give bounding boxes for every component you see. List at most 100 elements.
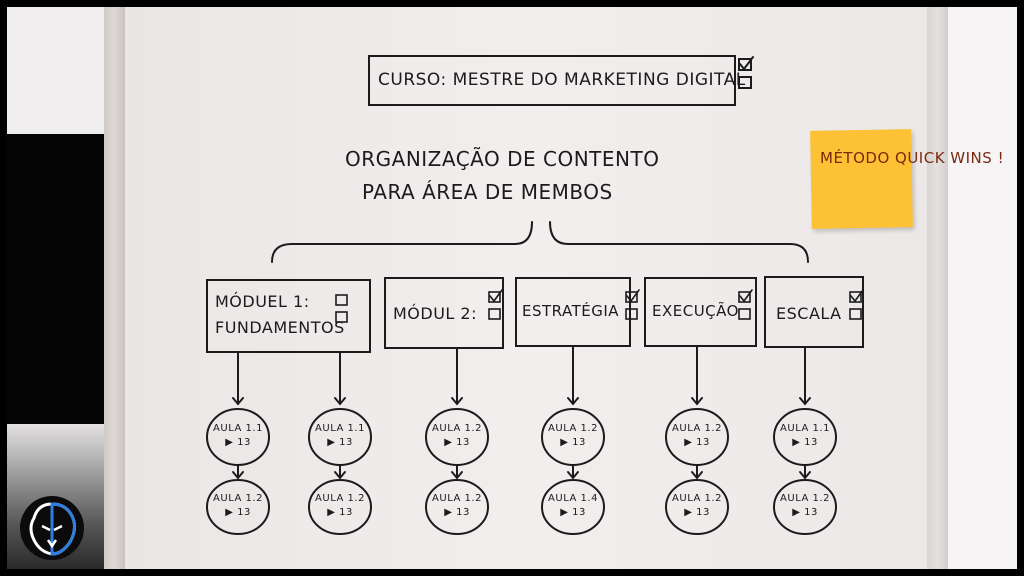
checkbox-checked-icon [738, 289, 753, 303]
arrow-down-icon [232, 464, 244, 480]
lesson-bottom: AULA 1.2▶ 13 [427, 492, 487, 520]
lesson-label: AULA 1.2 [432, 423, 482, 434]
lesson-top: AULA 1.1 ▶ 13 [310, 422, 370, 450]
play-icon: ▶ [225, 507, 234, 518]
module-1-subtitle: FUNDAMENTOS [215, 318, 345, 337]
lesson-count: 13 [339, 507, 353, 518]
lesson-label: AULA 1.2 [315, 493, 365, 504]
arrow-down-icon [334, 351, 346, 406]
module-3-title: ESTRATÉGIA [522, 302, 620, 320]
module-1-title: MÓDUEL 1: [215, 292, 310, 311]
lesson-label: AULA 1.1 [213, 423, 263, 434]
checkbox-icon [849, 308, 862, 320]
play-icon: ▶ [792, 507, 801, 518]
lion-logo-icon [29, 502, 77, 556]
heading-line-2: PARA ÁREA DE MEMBOS [362, 180, 613, 204]
arrow-down-icon [451, 464, 463, 480]
lesson-top: AULA 1.2 ▶ 13 [667, 422, 727, 450]
lesson-count: 13 [237, 507, 251, 518]
play-icon: ▶ [684, 437, 693, 448]
lesson-count: 13 [339, 437, 353, 448]
checkbox-checked-icon [625, 289, 640, 303]
lesson-label: AULA 1.1 [315, 423, 365, 434]
whiteboard-frame-left [104, 7, 125, 569]
module-box-4 [644, 277, 757, 347]
arrow-down-icon [567, 345, 579, 406]
lesson-label: AULA 1.2 [548, 423, 598, 434]
lesson-bottom: AULA 1.4 ▶ 13 [543, 492, 603, 520]
heading-line-1: ORGANIZAÇÃO DE CONTENTO [345, 147, 660, 171]
arrow-down-icon [232, 351, 244, 406]
brace-left [271, 221, 533, 263]
checkbox-icon [488, 308, 501, 320]
lesson-bottom: AULA 1.2 ▶ 13 [667, 492, 727, 520]
lesson-node [425, 479, 489, 535]
play-icon: ▶ [225, 437, 234, 448]
background-wall [7, 7, 104, 134]
lesson-count: 13 [696, 507, 710, 518]
arrow-down-icon [334, 464, 346, 480]
play-icon: ▶ [684, 507, 693, 518]
lesson-node [665, 479, 729, 535]
play-icon: ▶ [327, 437, 336, 448]
play-icon: ▶ [560, 437, 569, 448]
module-box-2 [384, 277, 504, 349]
lesson-label: AULA 1.2 [672, 423, 722, 434]
lesson-count: 13 [572, 507, 586, 518]
lesson-label: AULA 1.2 [672, 493, 722, 504]
sticky-note-text: MÉTODO QUICK WINS ! [820, 149, 1004, 167]
lesson-bottom: AULA 1.2 ▶ 13 [310, 492, 370, 520]
checkbox-icon [738, 308, 751, 320]
lesson-label: AULA 1.2 [780, 493, 830, 504]
course-title-box [368, 55, 736, 106]
lesson-label: AULA 1.4 [548, 493, 598, 504]
checkbox-icon [335, 294, 348, 306]
arrow-down-icon [451, 347, 463, 406]
lion-logo [20, 496, 84, 560]
play-icon: ▶ [792, 437, 801, 448]
play-icon: ▶ [327, 507, 336, 518]
lesson-label: AULA 1.2 [213, 493, 263, 504]
lesson-label: AULA 1.2 [432, 493, 482, 504]
lesson-top: AULA 1.1 ▶ 13 [775, 422, 835, 450]
lesson-count: 13 [237, 437, 251, 448]
lesson-node [206, 479, 270, 535]
lesson-bottom: AULA 1.2 ▶ 13 [775, 492, 835, 520]
lesson-count: 13 [804, 437, 818, 448]
lesson-node [773, 479, 837, 535]
arrow-down-icon [691, 464, 703, 480]
module-2-title: MÓDUL 2: [393, 304, 477, 323]
arrow-down-icon [799, 346, 811, 406]
lesson-top: AULA 1.2 ▶ 13 [543, 422, 603, 450]
lesson-top: AULA 1.2 ▶ 13 [427, 422, 487, 450]
play-icon: ▶ [444, 507, 453, 518]
lesson-bottom: AULA 1.2 ▶ 13 [208, 492, 268, 520]
whiteboard [125, 7, 927, 569]
background-monitor [7, 134, 104, 424]
background-wall-right [948, 7, 1017, 569]
lesson-count: 13 [804, 507, 818, 518]
lesson-count: 13 [572, 437, 586, 448]
course-title: CURSO: MESTRE DO MARKETING DIGITAL [378, 70, 746, 90]
arrow-down-icon [799, 464, 811, 480]
title-checkbox-checked-icon [738, 56, 754, 71]
module-5-title: ESCALA [776, 304, 842, 323]
module-box-1 [206, 279, 371, 353]
lesson-label: AULA 1.1 [780, 423, 830, 434]
sticky-note [810, 129, 913, 229]
lesson-count: 13 [696, 437, 710, 448]
play-icon: ▶ [444, 437, 453, 448]
lesson-count: 13 [456, 437, 470, 448]
checkbox-icon [625, 308, 638, 320]
play-icon: ▶ [560, 507, 569, 518]
lesson-node [541, 479, 605, 535]
title-checkbox-icon [738, 76, 752, 89]
arrow-down-icon [567, 464, 579, 480]
module-box-5 [764, 276, 864, 348]
checkbox-checked-icon [488, 289, 503, 303]
module-4-title: EXECUÇÃO [652, 302, 739, 320]
arrow-down-icon [691, 345, 703, 406]
brace-right [549, 221, 809, 263]
whiteboard-frame-right [927, 7, 948, 569]
